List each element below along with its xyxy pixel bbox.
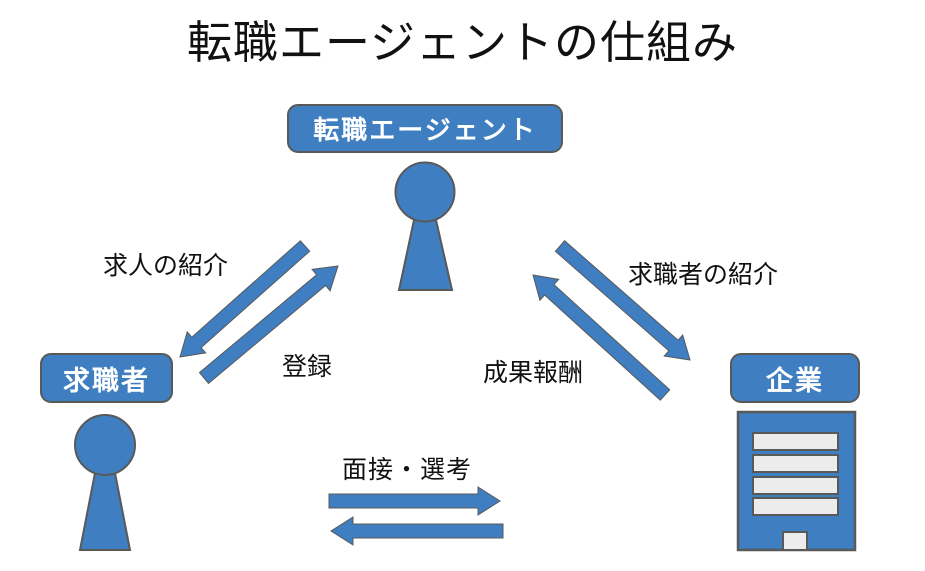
seeker-person-icon	[74, 414, 136, 551]
edge-label-interview: 面接・選考	[342, 456, 473, 484]
node-company-label: 企業	[766, 365, 824, 396]
arrow-register-icon	[198, 265, 339, 385]
arrow-seeker-intro-icon	[554, 239, 691, 361]
agent-person-icon	[394, 161, 456, 291]
arrow-job-intro-icon	[179, 240, 311, 358]
node-company: 企業	[730, 353, 860, 403]
node-seeker: 求職者	[40, 353, 173, 403]
node-agent-label: 転職エージェント	[313, 115, 537, 145]
edge-label-register: 登録	[282, 353, 333, 381]
arrow-reward-icon	[532, 274, 671, 401]
building-door-icon	[782, 531, 808, 551]
node-agent: 転職エージェント	[287, 104, 563, 153]
edge-label-job-intro: 求人の紹介	[103, 252, 229, 280]
edge-label-reward: 成果報酬	[483, 359, 584, 387]
arrow-interview-right-icon	[328, 486, 501, 516]
page-title: 転職エージェントの仕組み	[186, 17, 739, 68]
node-seeker-label: 求職者	[63, 365, 150, 396]
edge-label-seeker-intro: 求職者の紹介	[628, 261, 779, 289]
company-building-icon	[736, 410, 857, 552]
arrow-interview-left-icon	[330, 516, 504, 546]
